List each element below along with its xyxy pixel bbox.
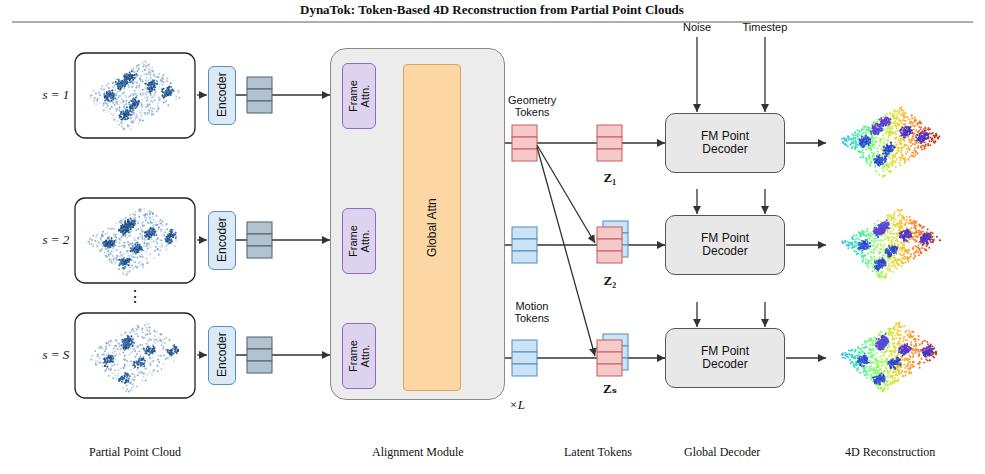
figure-stage: EncoderEncoderEncoderFrame Attn.Frame At…	[0, 0, 985, 474]
